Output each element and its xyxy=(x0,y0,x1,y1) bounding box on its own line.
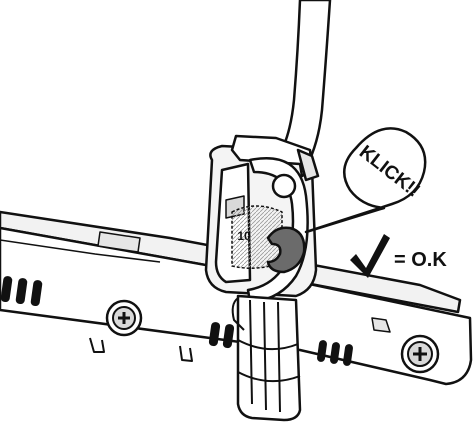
ok-status-label: = O.K xyxy=(394,249,447,271)
screw-left xyxy=(105,299,143,337)
screw-right xyxy=(400,334,440,374)
rail-slots xyxy=(0,276,353,366)
ok-indicator: = O.K xyxy=(350,234,447,278)
clip-number-label: 10 xyxy=(237,229,251,243)
clip-body xyxy=(204,134,320,422)
klick-speech-bubble: KLICK!! xyxy=(304,127,427,234)
checkmark-icon xyxy=(350,234,390,278)
